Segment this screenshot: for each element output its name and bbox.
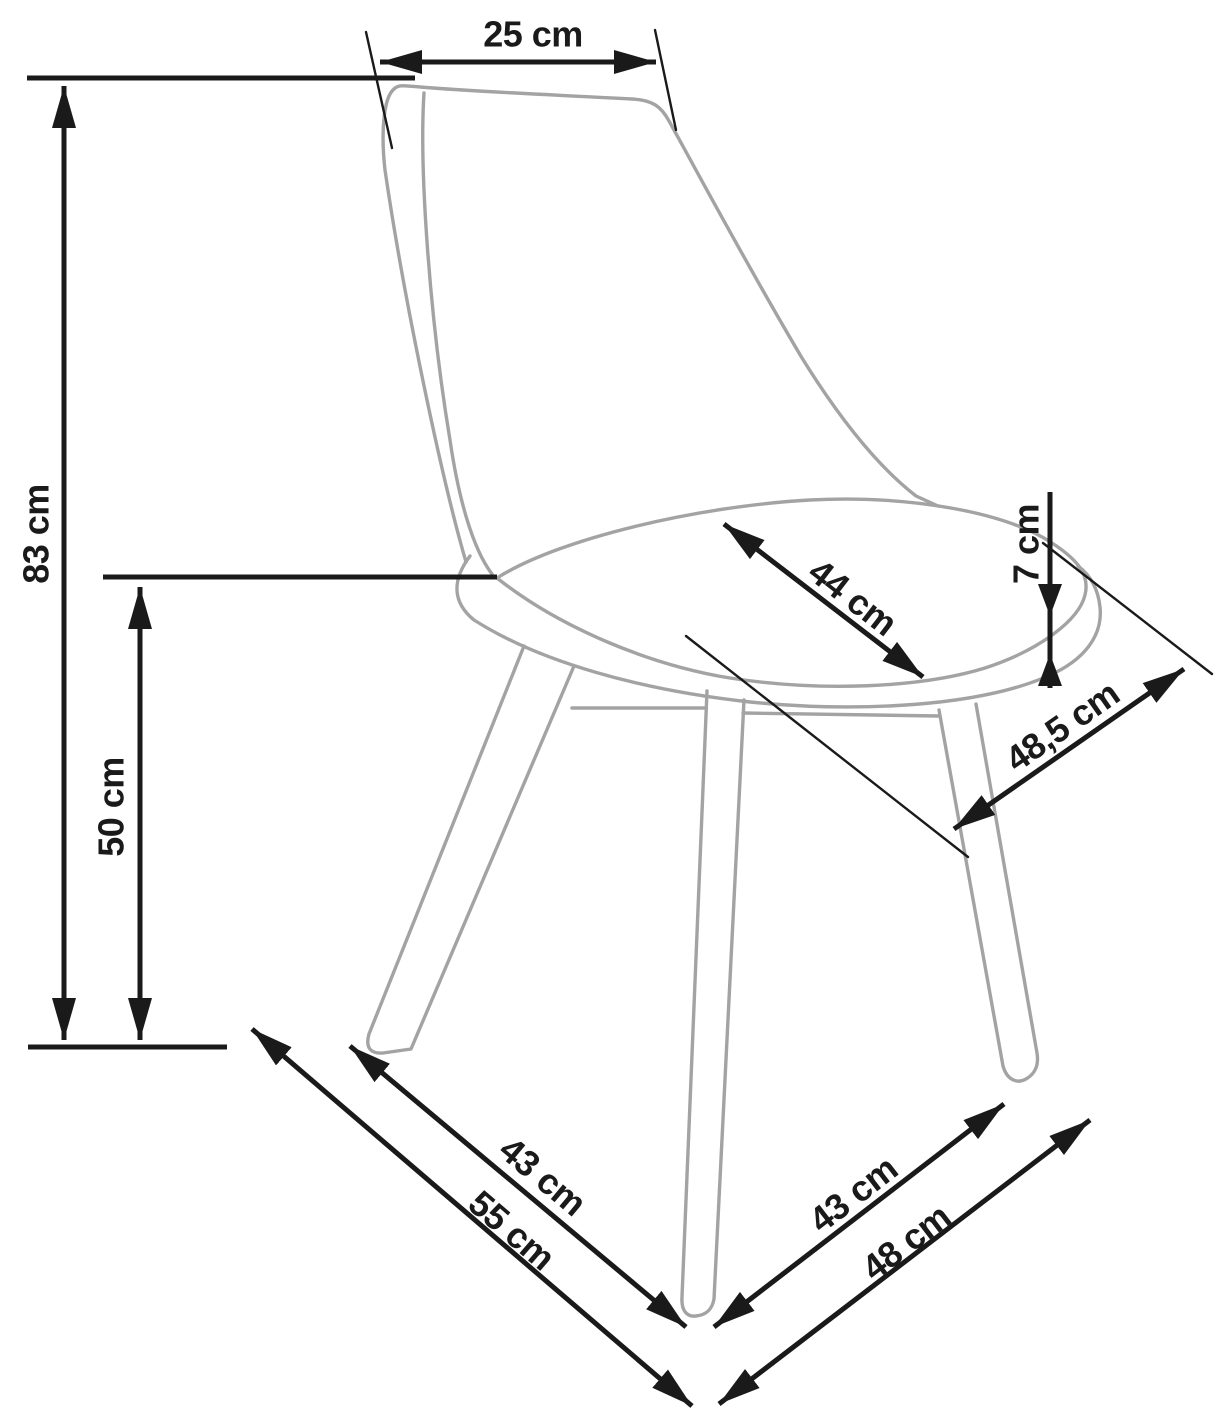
dimension-arrow-48 <box>717 1118 1092 1406</box>
front-left-leg <box>366 644 576 1055</box>
arrowhead-7-top <box>1038 584 1062 616</box>
dimension-arrow-55 <box>250 1027 694 1408</box>
extension-tick-25-right <box>653 28 678 132</box>
back-right-leg <box>937 702 1040 1083</box>
seat-shell-rim <box>455 554 1102 709</box>
extension-tick-25-left <box>364 30 394 150</box>
dimension-lines <box>27 28 1214 1408</box>
label-backrest-width: 25 cm <box>483 14 583 55</box>
backrest-inner-edge <box>421 91 494 576</box>
backrest-outer-edge <box>381 84 940 564</box>
dimension-arrow-43-left <box>348 1044 688 1329</box>
extension-line-485-lower <box>684 634 970 859</box>
label-total-height: 83 cm <box>16 484 57 584</box>
dimension-arrow-43-right <box>712 1102 1006 1329</box>
label-seat-height: 50 cm <box>91 757 132 857</box>
label-cushion-thickness: 7 cm <box>1006 504 1047 584</box>
extension-line-485-upper <box>1041 541 1214 676</box>
chair-drawing <box>366 84 1102 1318</box>
dimension-arrow-485 <box>952 666 1186 832</box>
front-right-leg <box>680 689 746 1318</box>
dimension-labels: 25 cm 83 cm 50 cm 44 cm 7 cm 48,5 cm 43 … <box>16 14 1127 1289</box>
seat-underside-edge-right <box>741 711 940 718</box>
seat-cushion-outline <box>495 497 1088 688</box>
dimension-arrow-44 <box>722 522 925 679</box>
